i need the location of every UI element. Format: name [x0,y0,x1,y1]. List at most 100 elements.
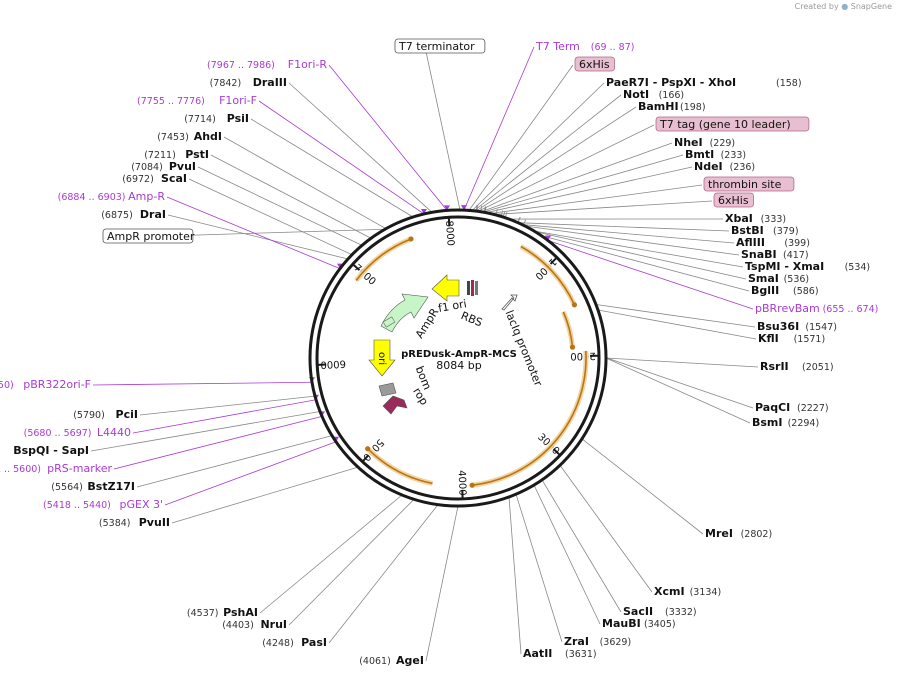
leader-line [606,357,754,409]
label-bspqi-39[interactable]: BspQI - SapI(5674) [0,444,89,457]
label-draiii-52[interactable]: DraIII(7842) [210,76,287,89]
label-pvuii-35[interactable]: PvuII(5384) [99,516,170,529]
label-nhei-7[interactable]: NheI(229) [674,136,735,149]
label-drai-44[interactable]: DraI(6875) [101,208,166,221]
leader-line [425,505,459,662]
label-6xhis-11[interactable]: 6xHis [713,192,754,208]
label-ampr-promoter-43[interactable]: AmpR promoter [102,228,195,244]
label-name: SacII [623,605,653,618]
tick-label: 6000 [320,358,346,370]
label-f1ori-r-53[interactable]: F1ori-R(7967 .. 7986) [207,58,327,71]
label-name: PaeR7I - PspXI - XhoI [606,76,736,89]
label-position: (417) [783,250,809,261]
leader-line [424,46,461,211]
credit-text: Created by [794,2,839,11]
label-name: DraIII [253,76,287,89]
label-prs-marker-38[interactable]: pRS-marker(5581 .. 5600) [0,462,112,475]
label-6xhis-2[interactable]: 6xHis [574,56,615,72]
label-paqci-23[interactable]: PaqCI(2227) [755,401,829,414]
label-name: BamHI [638,100,679,113]
label-paer7i-3[interactable]: PaeR7I - PspXI - XhoI(158) [606,76,802,89]
label-position: (5680 .. 5697) [24,428,92,439]
label-position: (4248) [262,638,294,649]
label-l4440-40[interactable]: L4440(5680 .. 5697) [24,426,131,439]
label-rsrii-22[interactable]: RsrII(2051) [760,360,834,373]
leader-line [197,166,363,246]
label-t7-term-1[interactable]: T7 Term(69 .. 87) [535,40,634,53]
tick-mark [549,257,557,265]
label-name: BstZ17I [87,480,135,493]
label-pshai-34[interactable]: PshAI(4537) [187,606,258,619]
label-noti-4[interactable]: NotI(166) [623,88,684,101]
feature-label-ori: ori [376,352,387,365]
site-tick [503,211,506,217]
leader-line [328,64,448,211]
leader-line [463,46,535,211]
label-position: (7714) [184,114,216,125]
label-xbai-12[interactable]: XbaI(333) [725,212,786,225]
label-bstz17i-37[interactable]: BstZ17I(5564) [51,480,135,493]
label-mrei-25[interactable]: MreI(2802) [705,527,772,540]
label-position: (2802) [741,529,773,540]
feature-label-box [574,56,615,72]
label-maubi-28[interactable]: MauBI(3405) [602,617,676,630]
label-sacii-27[interactable]: SacII(3332) [623,605,697,618]
label-name: NheI [674,136,703,149]
label-pvui-47[interactable]: PvuI(7084) [131,160,196,173]
label-pbrrevbam-19[interactable]: pBRrevBam(655 .. 674) [755,302,878,315]
label-position: (2051) [802,362,834,373]
leader-line [164,441,337,506]
label-bglii-18[interactable]: BglII(586) [751,284,819,297]
label-scai-46[interactable]: ScaI(6972) [122,172,187,185]
label-t7-terminator-0[interactable]: T7 terminator [394,38,486,54]
label-psii-50[interactable]: PsiI(7714) [184,112,249,125]
label-thrombin-site-10[interactable]: thrombin site [703,176,795,192]
label-tspmi-16[interactable]: TspMI - XmaI(534) [745,260,870,273]
label-name: BspQI - SapI [13,444,89,457]
label-text: thrombin site [708,178,782,191]
label-pcii-41[interactable]: PciI(5790) [73,408,138,421]
label-bamhi-5[interactable]: BamHI(198) [638,100,706,113]
label-position: (198) [680,102,706,113]
label-aatii-30[interactable]: AatII(3631) [523,647,597,660]
label-pgex-3-36[interactable]: pGEX 3'(5418 .. 5440) [43,498,163,511]
label-agei-31[interactable]: AgeI(4061) [359,654,424,667]
label-zrai-29[interactable]: ZraI(3629) [564,635,631,648]
label-bmti-8[interactable]: BmtI(233) [685,148,746,161]
leader-line [521,224,735,244]
backbone [308,208,608,508]
label-pasi-32[interactable]: PasI(4248) [262,636,327,649]
label-bsmi-24[interactable]: BsmI(2294) [752,416,819,429]
feature-label-f1-ori: f1 ori [437,297,468,315]
label-text: 6xHis [579,58,610,71]
label-t7-tag-gene-10-leader-6[interactable]: T7 tag (gene 10 leader) [655,116,810,132]
label-bsu36i-20[interactable]: Bsu36I(1547) [757,320,837,333]
label-name: PstI [185,148,209,161]
label-f1ori-f-51[interactable]: F1ori-F(7755 .. 7776) [137,94,257,107]
center-labels: pREDusk-AmpR-MCS 8084 bp [401,349,517,372]
rbs-box [467,281,470,295]
label-snabi-15[interactable]: SnaBI(417) [741,248,809,261]
leader-line [524,225,740,256]
leader-line [540,235,750,292]
label-xcmi-26[interactable]: XcmI(3134) [654,585,721,598]
leader-line [471,82,605,211]
label-ndei-9[interactable]: NdeI(236) [694,160,755,173]
label-bstbi-13[interactable]: BstBI(379) [731,224,799,237]
label-ahdi-49[interactable]: AhdI(7453) [157,130,222,143]
tick-label: 8000 [443,220,456,246]
label-afliii-14[interactable]: AflIII(399) [736,236,810,249]
label-pbr322ori-f-42[interactable]: pBR322ori-F(5931 .. 5950) [0,378,91,391]
label-smai-17[interactable]: SmaI(536) [748,272,809,285]
label-nrui-33[interactable]: NruI(4403) [222,618,287,631]
label-position: (3405) [644,619,676,630]
label-position: (5581 .. 5600) [0,464,41,475]
label-kfli-21[interactable]: KflI(1571) [758,332,825,345]
leader-lines [90,46,759,662]
label-text: T7 tag (gene 10 leader) [659,118,791,131]
label-amp-r-45[interactable]: Amp-R(6884 .. 6903) [58,190,166,203]
label-psti-48[interactable]: PstI(7211) [144,148,209,161]
leader-line [328,504,439,644]
